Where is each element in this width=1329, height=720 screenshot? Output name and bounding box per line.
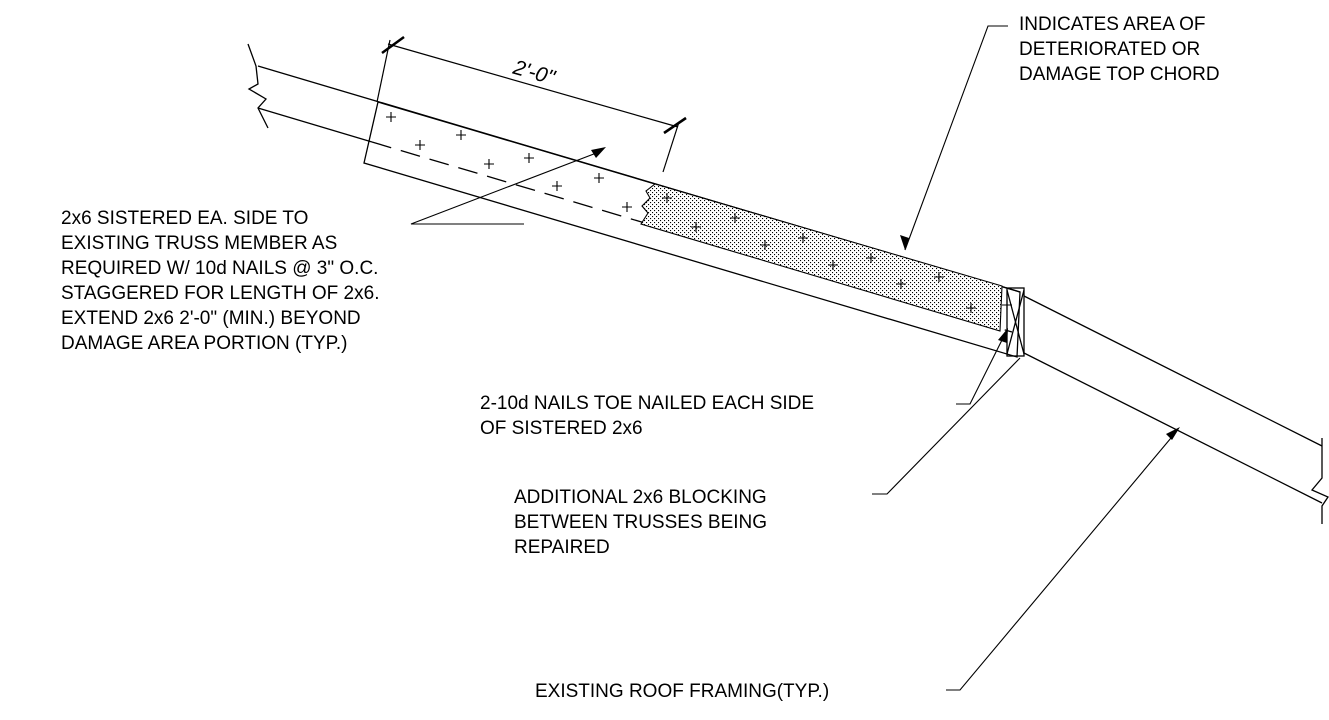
dimension-tick-right bbox=[663, 116, 687, 135]
nail-mark bbox=[798, 233, 808, 243]
arrowhead-toe-nailed bbox=[998, 328, 1008, 343]
blocking-2x6 bbox=[1006, 287, 1025, 357]
leader-deteriorated bbox=[904, 25, 1008, 251]
nail-mark bbox=[934, 272, 944, 282]
top-chord-bottom-edge bbox=[257, 107, 373, 143]
nail-mark bbox=[691, 222, 701, 232]
nail-mark bbox=[1002, 300, 1012, 310]
dimension-line bbox=[387, 43, 679, 128]
note-line: DAMAGE AREA PORTION (TYP.) bbox=[61, 333, 348, 354]
note-line: OF SISTERED 2x6 bbox=[480, 418, 643, 439]
note-blocking: ADDITIONAL 2x6 BLOCKING BETWEEN TRUSSES … bbox=[514, 485, 767, 560]
nail-mark bbox=[760, 240, 770, 250]
nail-mark bbox=[828, 260, 838, 270]
extension-line-right bbox=[662, 121, 680, 173]
note-roof-framing: EXISTING ROOF FRAMING(TYP.) bbox=[535, 679, 829, 704]
arrowhead-roof-framing bbox=[1166, 427, 1180, 440]
leader-sistered bbox=[410, 151, 600, 225]
note-line: ADDITIONAL 2x6 BLOCKING bbox=[514, 487, 767, 508]
arrowhead-deteriorated bbox=[900, 235, 909, 250]
note-line: 2x6 SISTERED EA. SIDE TO bbox=[61, 208, 309, 229]
nail-mark bbox=[866, 253, 876, 263]
note-line: DETERIORATED OR bbox=[1019, 39, 1201, 60]
note-line: EXISTING TRUSS MEMBER AS bbox=[61, 233, 338, 254]
arrowhead-sistered bbox=[591, 147, 606, 158]
nail-mark bbox=[524, 153, 534, 163]
roof-framing-bottom-edge bbox=[1023, 352, 1323, 504]
nail-mark bbox=[622, 202, 632, 212]
break-line-left bbox=[247, 43, 269, 129]
note-line: REQUIRED W/ 10d NAILS @ 3" O.C. bbox=[61, 258, 379, 279]
note-toe-nailed: 2-10d NAILS TOE NAILED EACH SIDE OF SIST… bbox=[480, 391, 814, 441]
break-line-right bbox=[1310, 438, 1329, 524]
leader-roof-framing bbox=[946, 431, 1177, 691]
note-line: EXTEND 2x6 2'-0" (MIN.) BEYOND bbox=[61, 308, 361, 329]
nail-mark bbox=[456, 130, 466, 140]
nail-mark bbox=[484, 159, 494, 169]
nail-mark bbox=[662, 193, 672, 203]
nail-mark bbox=[552, 181, 562, 191]
roof-framing-top-edge bbox=[1023, 295, 1323, 447]
note-line: EXISTING ROOF FRAMING(TYP.) bbox=[535, 681, 830, 702]
note-line: STAGGERED FOR LENGTH OF 2x6. bbox=[61, 283, 380, 304]
leader-toe-nailed bbox=[956, 331, 1007, 405]
leader-blocking bbox=[872, 357, 1021, 495]
nail-mark bbox=[730, 213, 740, 223]
note-line: 2-10d NAILS TOE NAILED EACH SIDE bbox=[480, 393, 815, 414]
nail-mark bbox=[415, 140, 425, 150]
nail-mark bbox=[966, 303, 976, 313]
nail-mark bbox=[896, 279, 906, 289]
note-line: REPAIRED bbox=[514, 537, 610, 558]
deteriorated-area bbox=[640, 183, 1003, 332]
nail-mark bbox=[594, 173, 604, 183]
dimension-tick-left bbox=[381, 35, 405, 55]
note-line: DAMAGE TOP CHORD bbox=[1019, 64, 1220, 85]
note-sistered-2x6: 2x6 SISTERED EA. SIDE TO EXISTING TRUSS … bbox=[61, 206, 379, 356]
nail-mark bbox=[386, 112, 396, 122]
note-deteriorated-area: INDICATES AREA OF DETERIORATED OR DAMAGE… bbox=[1019, 12, 1220, 87]
note-line: INDICATES AREA OF bbox=[1019, 14, 1206, 35]
blocking-cross-b bbox=[1006, 289, 1025, 355]
note-line: BETWEEN TRUSSES BEING bbox=[514, 512, 768, 533]
